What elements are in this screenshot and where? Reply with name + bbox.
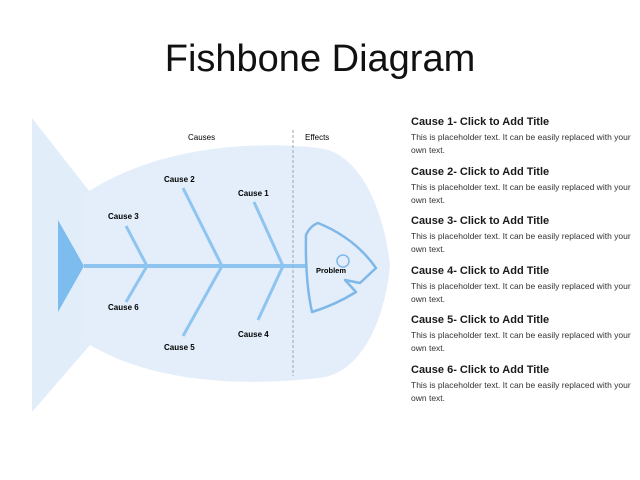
page-title: Fishbone Diagram bbox=[164, 38, 476, 80]
bone-cause-4 bbox=[256, 265, 285, 321]
cause-block-1: Cause 1- Click to Add Title This is plac… bbox=[411, 116, 631, 166]
cause-block-3: Cause 3- Click to Add Title This is plac… bbox=[411, 215, 631, 265]
fish-eye bbox=[336, 254, 350, 268]
causes-header: Causes bbox=[188, 133, 215, 142]
bone-cause-2 bbox=[181, 187, 224, 267]
label-cause-1: Cause 1 bbox=[238, 189, 269, 198]
label-cause-4: Cause 4 bbox=[238, 330, 269, 339]
cause-title[interactable]: Cause 1- Click to Add Title bbox=[411, 116, 550, 128]
bone-cause-3 bbox=[124, 225, 149, 267]
cause-block-6: Cause 6- Click to Add Title This is plac… bbox=[411, 364, 631, 414]
label-cause-6: Cause 6 bbox=[108, 303, 139, 312]
cause-block-5: Cause 5- Click to Add Title This is plac… bbox=[411, 314, 631, 364]
cause-title[interactable]: Cause 2- Click to Add Title bbox=[411, 165, 550, 178]
cause-description: This is placeholder text. It can be easi… bbox=[411, 231, 631, 255]
label-cause-3: Cause 3 bbox=[108, 212, 139, 221]
cause-title[interactable]: Cause 4- Click to Add Title bbox=[411, 264, 550, 277]
tail-arrow bbox=[58, 220, 84, 312]
effects-header: Effects bbox=[305, 133, 329, 142]
cause-description: This is placeholder text. It can be easi… bbox=[411, 379, 631, 403]
bone-cause-6 bbox=[124, 265, 149, 303]
cause-description: This is placeholder text. It can be easi… bbox=[411, 280, 631, 304]
fish-body bbox=[82, 145, 390, 382]
cause-title[interactable]: Cause 6- Click to Add Title bbox=[411, 363, 550, 376]
cause-title[interactable]: Cause 5- Click to Add Title bbox=[411, 314, 550, 327]
cause-description: This is placeholder text. It can be easi… bbox=[411, 181, 631, 205]
cause-description: This is placeholder text. It can be easi… bbox=[411, 132, 631, 155]
label-cause-5: Cause 5 bbox=[164, 343, 195, 352]
fish-head bbox=[304, 221, 378, 314]
label-cause-2: Cause 2 bbox=[164, 175, 195, 184]
bone-cause-1 bbox=[252, 201, 285, 267]
cause-block-2: Cause 2- Click to Add Title This is plac… bbox=[411, 166, 631, 216]
bone-cause-5 bbox=[181, 265, 224, 337]
cause-descriptions-panel: Cause 1- Click to Add Title This is plac… bbox=[411, 116, 631, 414]
cause-description: This is placeholder text. It can be easi… bbox=[411, 330, 631, 354]
problem-label: Problem bbox=[316, 266, 346, 275]
cause-title[interactable]: Cause 3- Click to Add Title bbox=[411, 215, 550, 228]
cause-block-4: Cause 4- Click to Add Title This is plac… bbox=[411, 265, 631, 315]
